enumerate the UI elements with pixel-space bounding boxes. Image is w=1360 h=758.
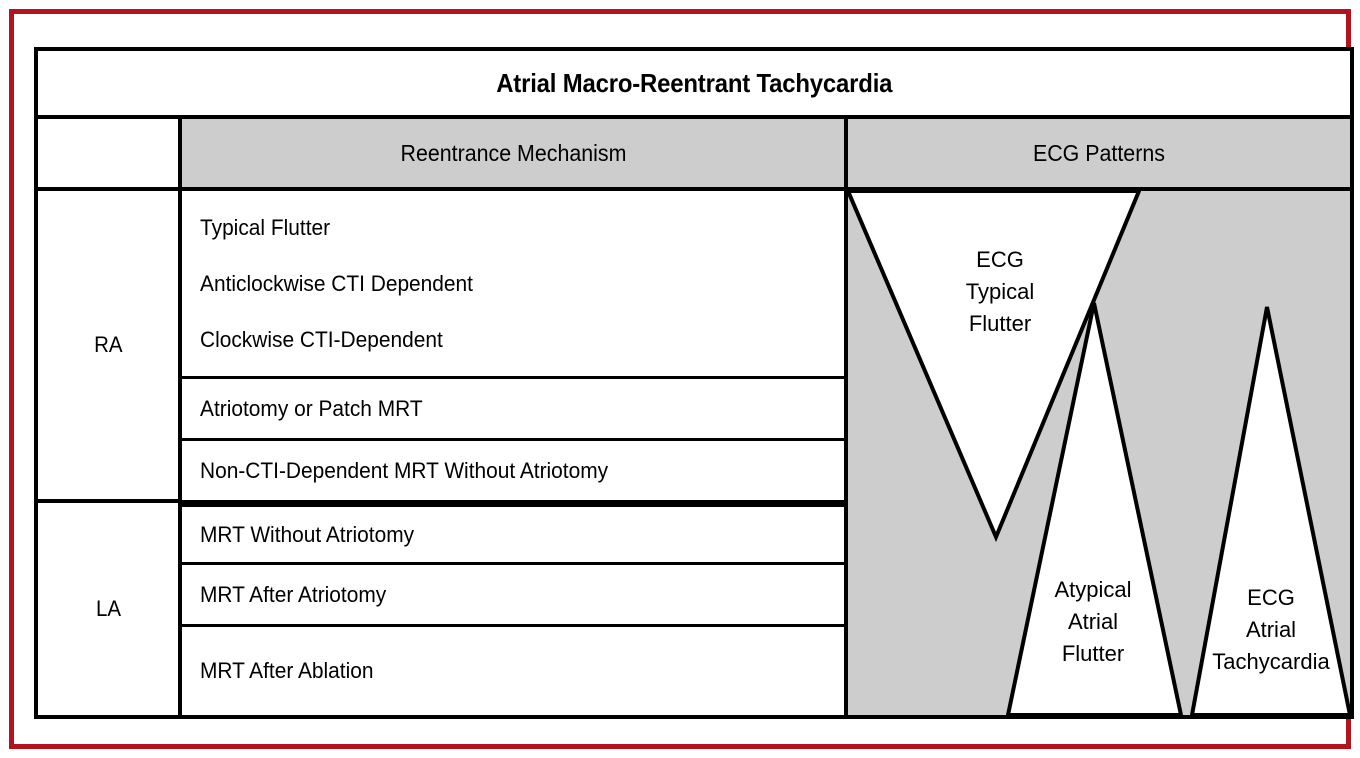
ecg-label-atypical-flutter-line1: Atypical <box>1054 577 1131 602</box>
mechanism-cell-la-3: MRT After Ablation <box>182 627 844 715</box>
chamber-label-ra: RA <box>93 332 123 357</box>
mechanism-line: MRT Without Atriotomy <box>200 521 415 547</box>
mechanism-line: Anticlockwise CTI Dependent <box>200 270 473 296</box>
mechanism-cell-la-1: MRT Without Atriotomy <box>182 503 844 565</box>
header-cell-ecg: ECG Patterns <box>848 119 1350 187</box>
waveform-typical-flutter-shape <box>848 191 1142 543</box>
table-title-row: Atrial Macro-Reentrant Tachycardia <box>38 51 1350 119</box>
table-header-row: Reentrance Mechanism ECG Patterns <box>38 119 1350 191</box>
chamber-label-la: LA <box>95 596 121 621</box>
mechanism-line: Clockwise CTI-Dependent <box>200 326 443 352</box>
waveform-atypical-flutter-shape <box>1005 302 1184 715</box>
mechanism-line: Typical Flutter <box>200 214 331 240</box>
chamber-cell-ra: RA <box>38 191 178 503</box>
table-frame: Atrial Macro-Reentrant Tachycardia Reent… <box>34 47 1354 719</box>
outer-red-border: Atrial Macro-Reentrant Tachycardia Reent… <box>9 9 1354 749</box>
mechanism-line: Non-CTI-Dependent MRT Without Atriotomy <box>200 457 609 483</box>
header-label-ecg: ECG Patterns <box>1033 139 1165 166</box>
mechanism-cell-la-2: MRT After Atriotomy <box>182 565 844 627</box>
ecg-label-typical-flutter-line3: Flutter <box>969 311 1031 336</box>
mechanism-line: MRT After Ablation <box>200 658 374 683</box>
mechanism-cell-ra-3: Non-CTI-Dependent MRT Without Atriotomy <box>182 441 844 503</box>
ecg-label-atrial-tachycardia-line3: Tachycardia <box>1212 649 1330 674</box>
waveform-atrial-tachycardia-shape <box>1189 306 1350 715</box>
ecg-label-atypical-flutter-line3: Flutter <box>1062 641 1124 666</box>
ecg-label-atypical-flutter-line2: Atrial <box>1068 609 1118 634</box>
mechanism-cell-ra-2: Atriotomy or Patch MRT <box>182 379 844 441</box>
mechanism-line: Atriotomy or Patch MRT <box>200 395 423 421</box>
page-title: Atrial Macro-Reentrant Tachycardia <box>495 67 893 98</box>
ecg-label-typical-flutter-line2: Typical <box>966 279 1034 304</box>
mechanism-cell-ra-1: Typical Flutter Anticlockwise CTI Depend… <box>182 191 844 379</box>
ecg-label-atrial-tachycardia-line2: Atrial <box>1246 617 1296 642</box>
ecg-waveform-graphic: ECG Typical Flutter Atypical Atrial Flut… <box>848 191 1350 715</box>
header-label-mechanism: Reentrance Mechanism <box>400 139 626 166</box>
header-corner-cell <box>38 119 182 187</box>
mechanism-column: Typical Flutter Anticlockwise CTI Depend… <box>182 191 848 715</box>
mechanism-line: MRT After Atriotomy <box>200 581 387 607</box>
ecg-label-atrial-tachycardia-line1: ECG <box>1247 585 1295 610</box>
chamber-column: RA LA <box>38 191 182 715</box>
ecg-patterns-panel: ECG Typical Flutter Atypical Atrial Flut… <box>848 191 1350 715</box>
header-cell-mechanism: Reentrance Mechanism <box>182 119 848 187</box>
chamber-cell-la: LA <box>38 503 178 715</box>
table-body: RA LA Typical Flutter Anticlockwise CTI … <box>38 191 1350 715</box>
ecg-label-typical-flutter-line1: ECG <box>976 247 1024 272</box>
